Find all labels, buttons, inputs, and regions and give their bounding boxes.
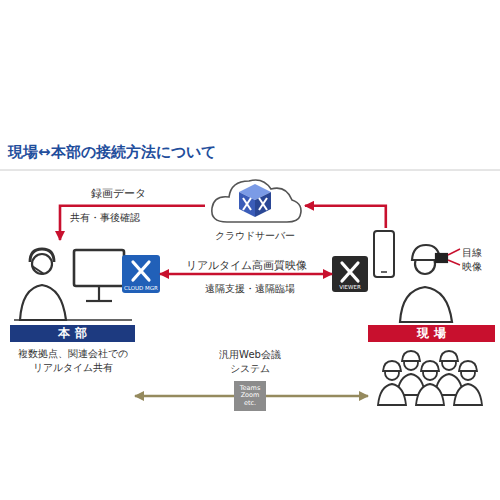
- operator-illustration: [14, 249, 132, 320]
- site-name: 現 場: [368, 325, 495, 342]
- web-meeting-connector: [266, 395, 368, 397]
- cube-logo-stroke: [259, 198, 267, 210]
- data-flow-arrow: [160, 273, 332, 276]
- title-rule: [0, 170, 500, 171]
- service-text: Teams Zoom etc.: [234, 385, 266, 406]
- service-box: Teams Zoom etc.: [234, 381, 266, 411]
- logo-stroke: [133, 262, 149, 280]
- field-worker-illustration: [374, 231, 460, 322]
- logo-stroke: [342, 263, 358, 281]
- worker-body: [378, 384, 406, 405]
- app-icon: CLOUD MGR: [122, 255, 160, 293]
- worker-helmet: [412, 245, 440, 260]
- cube-logo-stroke: [243, 198, 251, 210]
- worker-body: [400, 287, 452, 322]
- worker-body: [454, 384, 482, 405]
- headset: [30, 249, 54, 262]
- worker-head: [461, 366, 475, 380]
- edge-label: リアルタイム高画質映像: [186, 258, 307, 272]
- monitor-base: [86, 300, 112, 302]
- edge-label: 録画データ: [91, 186, 146, 200]
- cube-logo-stroke: [243, 198, 251, 210]
- app-icon: VIEWER: [332, 256, 368, 292]
- diagram-title: 現場↔本部の接続方法について: [8, 142, 216, 162]
- gaze-line: [448, 260, 460, 265]
- monitor-stand: [98, 286, 100, 300]
- viewer-logo: [342, 263, 358, 281]
- worker-helmet: [383, 361, 401, 371]
- worker-body: [435, 374, 463, 395]
- site-band: 本 部: [10, 325, 135, 342]
- annotation-label: 目線 映像: [459, 246, 485, 273]
- smartphone: [374, 231, 394, 277]
- cube-logo-stroke: [259, 198, 267, 210]
- worker-body: [397, 374, 425, 395]
- cloud-outline: [205, 172, 305, 228]
- site-name: 本 部: [10, 325, 135, 342]
- worker-group-illustration: [378, 351, 482, 405]
- cube-right: [255, 192, 271, 217]
- worker-head: [442, 356, 456, 370]
- operator-head: [32, 254, 52, 274]
- worker-head: [404, 356, 418, 370]
- cube-top: [239, 184, 271, 200]
- cloud-cube-icon: [239, 184, 271, 217]
- worker-helmet: [440, 351, 458, 361]
- data-flow-arrow: [60, 206, 205, 240]
- worker-body: [416, 384, 444, 405]
- site-group: 本 部複数拠点、関連会社での リアルタイム共有: [10, 240, 135, 400]
- cloud-shape: [212, 180, 301, 222]
- site-description: 複数拠点、関連会社での リアルタイム共有: [6, 347, 139, 374]
- logo-stroke: [342, 263, 358, 281]
- logo-stroke: [133, 262, 149, 280]
- worker-head: [385, 366, 399, 380]
- worker-head: [423, 366, 437, 380]
- site-band: 現 場: [368, 325, 495, 342]
- worker-head: [415, 254, 435, 274]
- worker-helmet: [459, 361, 477, 371]
- cube-left: [239, 192, 255, 217]
- annotation-label: 共有・事後確認: [70, 211, 140, 225]
- web-meeting-connector: [135, 395, 234, 397]
- site-group: 現 場: [368, 228, 495, 408]
- worker-helmet: [421, 361, 439, 371]
- operator-body: [20, 285, 66, 320]
- head-camera: [436, 254, 447, 262]
- worker-helmet: [402, 351, 420, 361]
- headset-mic: [32, 266, 44, 274]
- annotation-label: 汎用Web会議 システム: [210, 348, 290, 375]
- icon-caption: VIEWER: [328, 285, 372, 291]
- cloud-mgr-logo: [133, 262, 149, 280]
- gaze-line: [448, 249, 460, 255]
- icon-caption: CLOUD MGR: [118, 286, 164, 292]
- monitor: [74, 250, 124, 286]
- data-flow-arrow: [305, 206, 386, 228]
- node-caption: クラウドサーバー: [195, 229, 315, 243]
- cloud-node: クラウドサーバー: [205, 172, 305, 247]
- annotation-label: 遠隔支援・遠隔臨場: [205, 282, 295, 296]
- smartphone-button: [381, 271, 387, 273]
- desk-line: [14, 319, 132, 321]
